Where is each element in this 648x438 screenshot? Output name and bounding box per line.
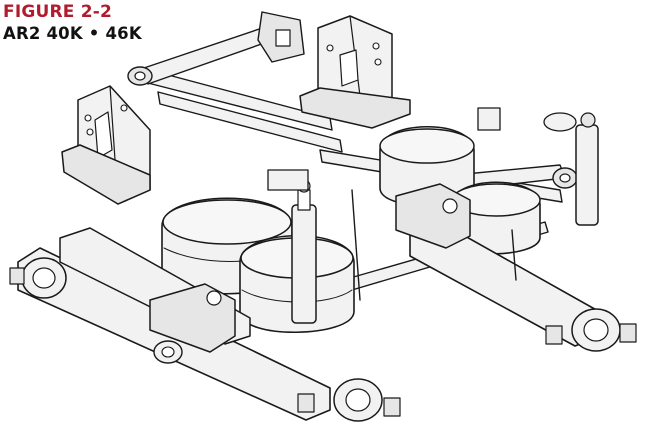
figure-subtitle: AR2 40K • 46K [3,24,142,43]
air-spring-right-front [451,181,541,255]
pivot-bushing-left-rear [297,378,401,422]
pivot-bushing-left-front [9,257,67,299]
air-spring-right-rear [379,126,475,207]
figure-label: FIGURE 2-2 [3,2,113,22]
shock-absorber-right [543,112,599,226]
axle-seat-right [395,183,471,249]
frame-hanger-center [299,15,411,129]
frame-hanger-left [61,85,151,205]
axle-seat-left [149,283,236,364]
pivot-bushing-right-rear [545,308,637,352]
height-control-linkage [267,107,517,301]
upper-torque-rod-left [127,11,305,86]
shock-absorber-left [291,179,317,324]
